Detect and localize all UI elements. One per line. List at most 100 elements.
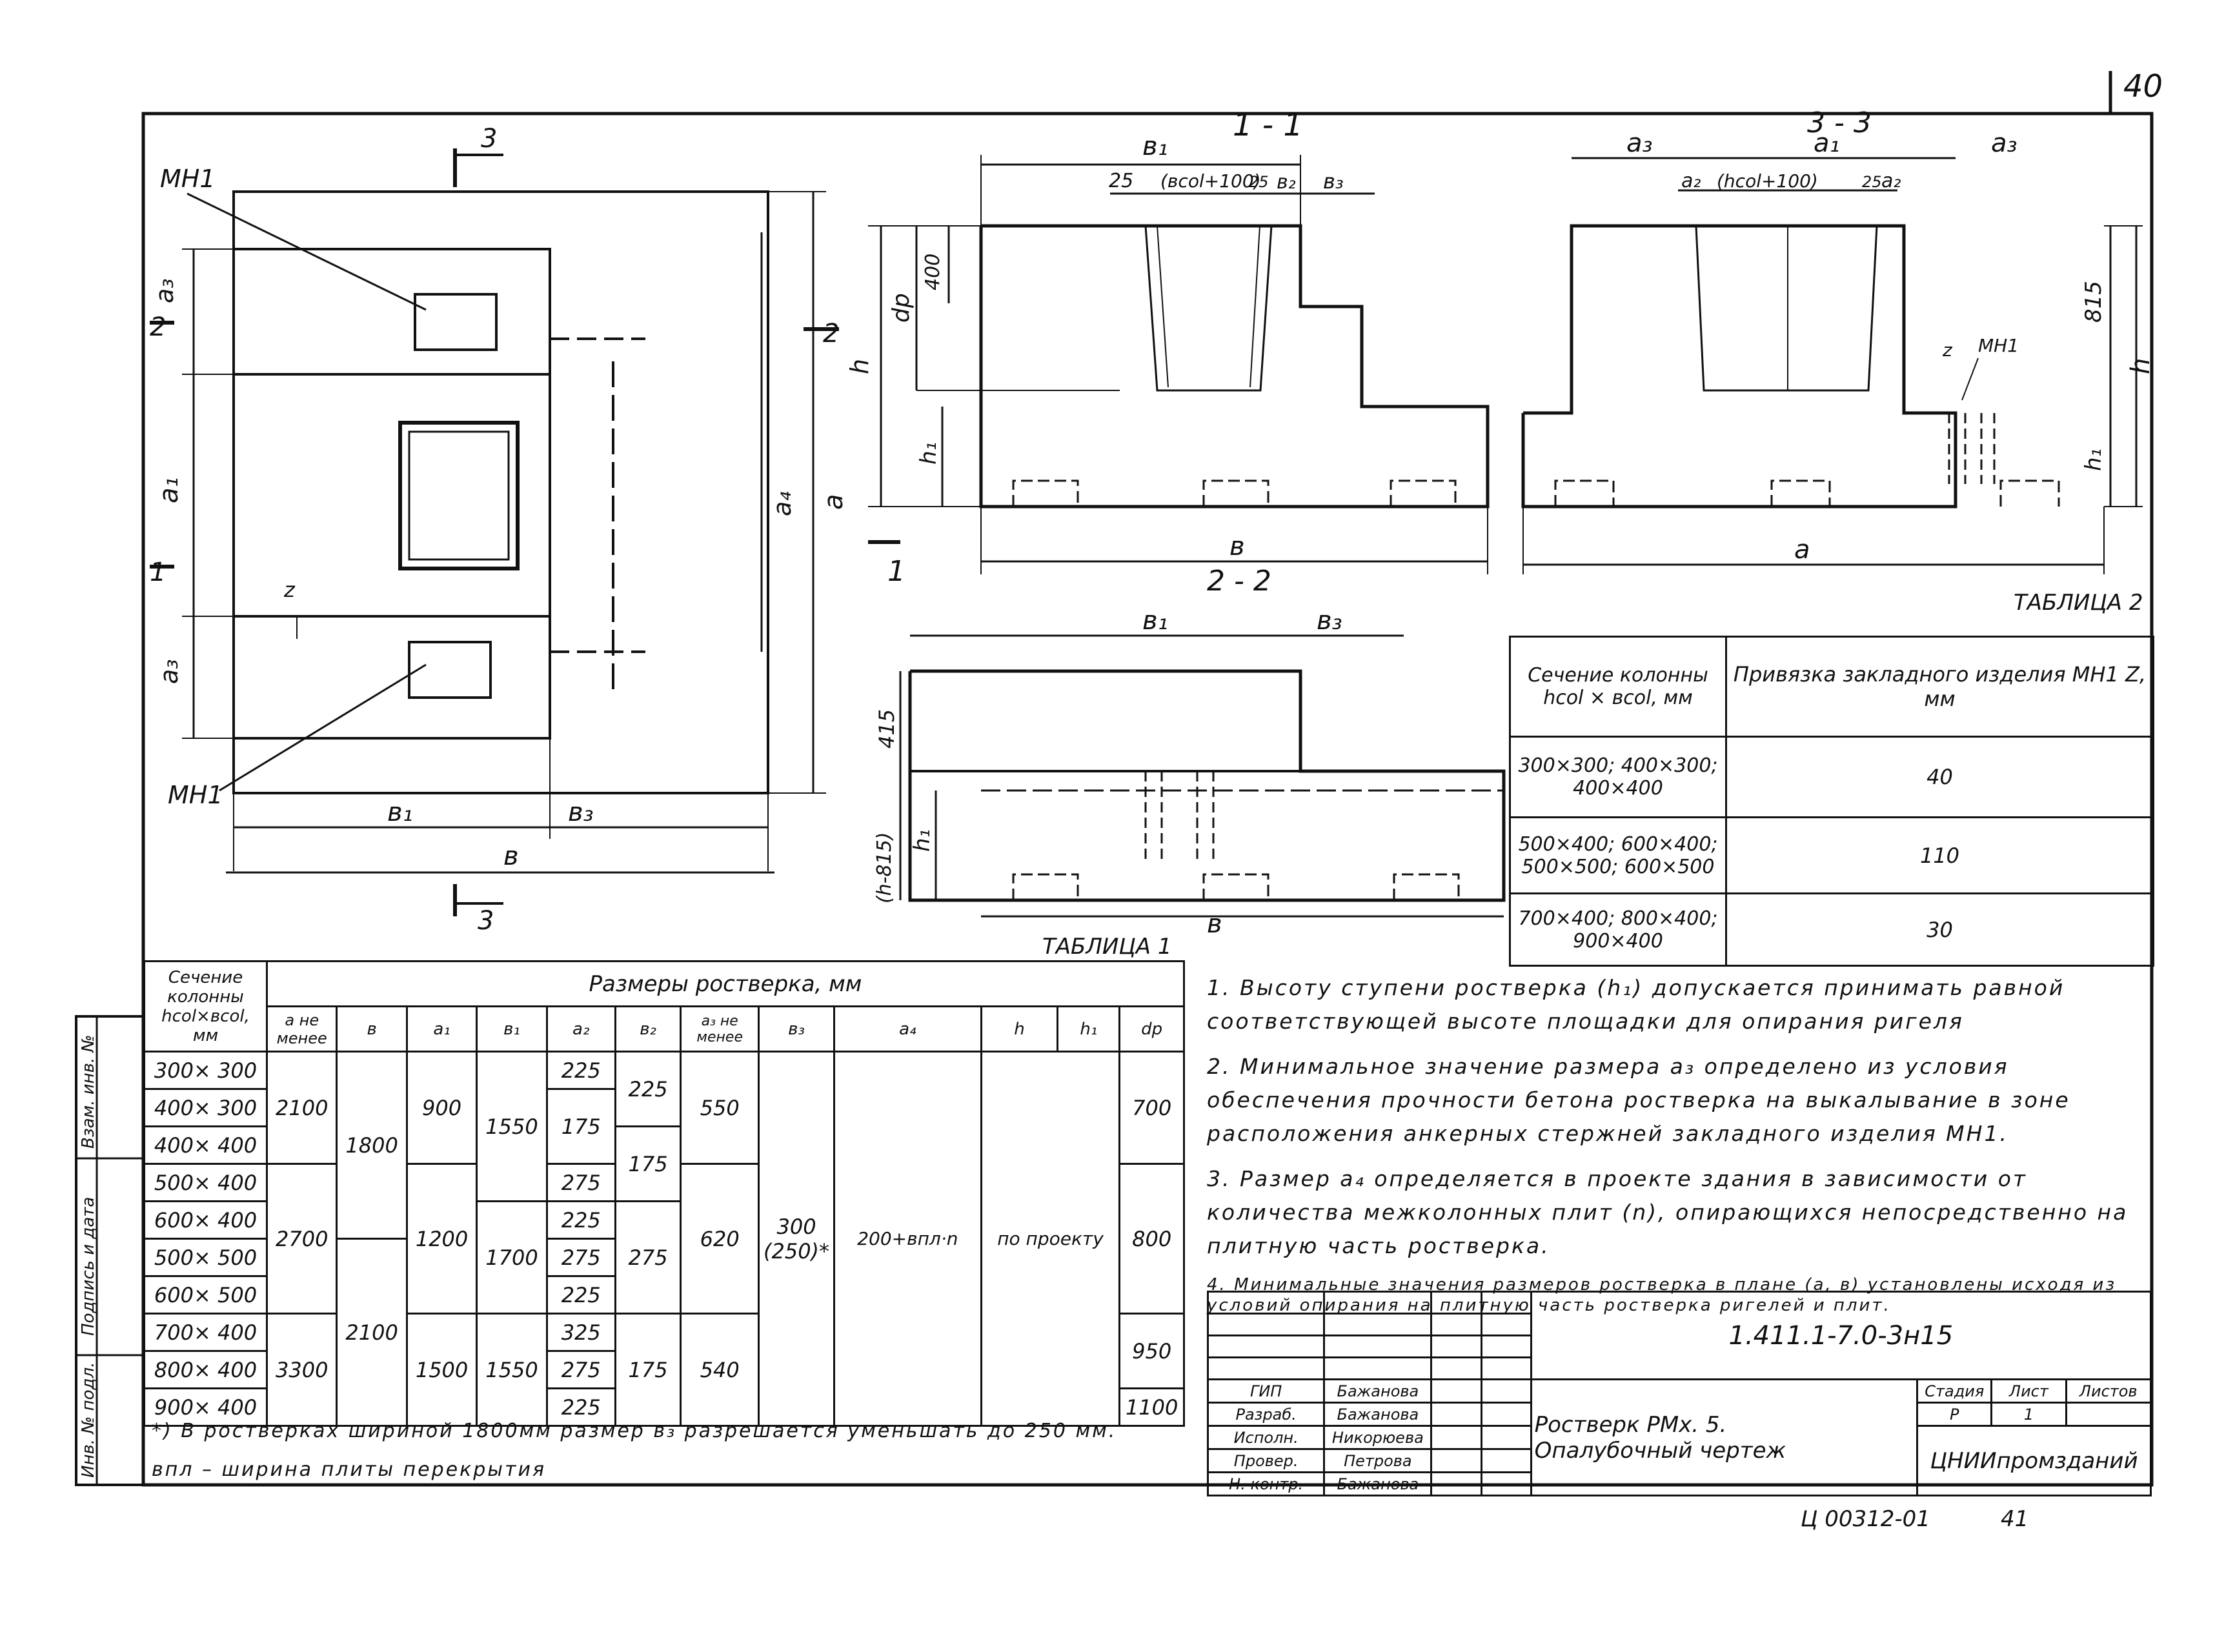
table1-header-group: Размеры ростверка, мм	[266, 960, 1185, 1007]
table1-section: 500× 400	[143, 1163, 268, 1202]
table1-cell-a2: 225	[545, 1200, 616, 1240]
table-2: Сечение колонны hcol × вcol, мм Привязка…	[1509, 636, 2154, 967]
column-socket	[398, 421, 520, 570]
table1-cell-a1: 900	[405, 1051, 478, 1165]
svg-text:a₃: a₃	[150, 278, 179, 303]
svg-text:815: 815	[2081, 281, 2107, 323]
table1-cell-a2: 275	[545, 1350, 616, 1389]
table1-cell-b2: 175	[614, 1313, 682, 1427]
table1-cell-a: 3300	[265, 1313, 338, 1427]
table2-header-section: Сечение колонны hcol × вcol, мм	[1509, 636, 1727, 738]
table2-row-section: 300×300; 400×300; 400×400	[1509, 736, 1727, 818]
svg-text:2: 2	[823, 319, 839, 348]
svg-text:ТАБЛИЦА 1: ТАБЛИЦА 1	[1042, 934, 1171, 960]
table1-cell-b1: 1550	[476, 1313, 548, 1427]
table1-section: 600× 500	[143, 1275, 268, 1315]
table1-cell-b2: 175	[614, 1125, 682, 1202]
table2-row-z: 30	[1725, 892, 2154, 967]
svg-text:a₃: a₃	[1626, 128, 1653, 158]
table1-col-header: h	[980, 1005, 1059, 1053]
table1-cell-b2: 225	[614, 1051, 682, 1127]
page-number: 40	[2123, 68, 2163, 105]
svg-text:41: 41	[2001, 1506, 2028, 1532]
table1-cell-a1: 1500	[405, 1313, 478, 1427]
svg-text:1: 1	[887, 555, 905, 588]
table1-col-header: a₁	[405, 1005, 478, 1053]
table1-cell-a2: 175	[545, 1088, 616, 1165]
doc-code: 1.411.1-7.0-3н15	[1530, 1291, 2152, 1380]
table1-section: 400× 400	[143, 1125, 268, 1165]
doc-title: Ростверк РМх. 5.Опалубочный чертеж	[1530, 1378, 1919, 1496]
table1-cell-dp: 950	[1118, 1313, 1185, 1389]
table1-cell-a: 2700	[265, 1163, 338, 1315]
svg-text:25: 25	[1109, 170, 1133, 192]
svg-text:Подпись и дата: Подпись и дата	[79, 1197, 98, 1336]
svg-text:Инв. № подл.: Инв. № подл.	[79, 1362, 98, 1478]
table1-col-header: в₂	[614, 1005, 682, 1053]
sheet-value: 1	[1990, 1402, 2067, 1427]
svg-text:в₁: в₁	[387, 798, 413, 827]
svg-text:Ц 00312-01: Ц 00312-01	[1801, 1506, 1930, 1532]
svg-text:dр: dр	[888, 293, 915, 323]
table1-cell-b3: 300 (250)*	[757, 1051, 836, 1427]
svg-text:в₁: в₁	[1142, 606, 1168, 636]
stage-value: Р	[1916, 1402, 1993, 1427]
svg-text:a₃: a₃	[155, 659, 183, 684]
role-name: Никорюева	[1323, 1425, 1433, 1450]
table1-cell-b: 1800	[336, 1051, 408, 1240]
table1-section: 700× 400	[143, 1313, 268, 1352]
svg-text:1 - 1: 1 - 1	[1233, 107, 1303, 143]
sheet-label: Лист	[1990, 1378, 2067, 1404]
table1-cell-a2: 225	[545, 1051, 616, 1090]
table1-cell-a3: 620	[680, 1163, 760, 1315]
plan-view: МН1 МН1 a₃ a₁ a₃ z a a₄ в₁ в₃ в 3 3	[150, 124, 905, 936]
svg-text:h: h	[845, 359, 874, 374]
table1-col-header: h₁	[1057, 1005, 1121, 1053]
table1-section: 800× 400	[143, 1350, 268, 1389]
svg-text:25: 25	[1862, 173, 1882, 191]
role-label: ГИП	[1206, 1378, 1326, 1404]
svg-text:25: 25	[1249, 173, 1269, 191]
svg-text:в: в	[1207, 909, 1222, 939]
table1-cell-a2: 275	[545, 1163, 616, 1202]
svg-text:в₃: в₃	[568, 798, 594, 827]
table1-cell-a: 2100	[265, 1051, 338, 1165]
svg-text:Взам. инв. №: Взам. инв. №	[79, 1034, 98, 1149]
table1-cell-a3: 540	[680, 1313, 760, 1427]
svg-text:a₁: a₁	[1814, 128, 1840, 158]
svg-text:в₁: в₁	[1142, 132, 1168, 161]
svg-text:в: в	[503, 841, 519, 871]
table1-col-header: a₄	[833, 1005, 982, 1053]
table1-cell-b2: 275	[614, 1200, 682, 1315]
table1-cell-a4: 200+впл·n	[833, 1051, 982, 1427]
svg-text:МН1: МН1	[160, 165, 216, 193]
table1-col-header: a₃ не менее	[680, 1005, 760, 1053]
role-label: Провер.	[1206, 1448, 1326, 1473]
table1-cell-dp: 800	[1118, 1163, 1185, 1315]
svg-text:2 - 2: 2 - 2	[1207, 565, 1271, 598]
table1-section: 900× 400	[143, 1387, 268, 1427]
embedded-plate-mh1-top	[414, 293, 498, 351]
table1-footnote-2: впл – ширина плиты перекрытия	[152, 1458, 546, 1481]
sheets-label: Листов	[2065, 1378, 2152, 1404]
svg-text:(вcol+100): (вcol+100)	[1160, 170, 1261, 192]
table1-cell-a2: 225	[545, 1275, 616, 1315]
notes: 1. Высоту ступени ростверка (h₁) допуска…	[1207, 971, 2136, 1327]
table1-cell-a2: 225	[545, 1387, 616, 1427]
role-name: Бажанова	[1323, 1471, 1433, 1496]
svg-text:МН1: МН1	[1978, 335, 2019, 356]
role-name: Бажанова	[1323, 1378, 1433, 1404]
svg-text:МН1: МН1	[168, 781, 223, 809]
table2-row-z: 40	[1725, 736, 2154, 818]
svg-text:(hcol+100): (hcol+100)	[1717, 170, 1818, 192]
table1-cell-b: 2100	[336, 1238, 408, 1427]
note-2: 2. Минимальное значение размера a₃ опред…	[1207, 1054, 2070, 1146]
table1-cell-a2: 325	[545, 1313, 616, 1352]
table1-cell-a2: 275	[545, 1238, 616, 1277]
svg-text:в₃: в₃	[1317, 606, 1342, 636]
table1-cell-a1: 1200	[405, 1163, 478, 1315]
table1-section: 300× 300	[143, 1051, 268, 1090]
table1-cell-b1: 1550	[476, 1051, 548, 1202]
role-signature	[1430, 1378, 1482, 1404]
svg-text:a₂: a₂	[1681, 170, 1701, 192]
